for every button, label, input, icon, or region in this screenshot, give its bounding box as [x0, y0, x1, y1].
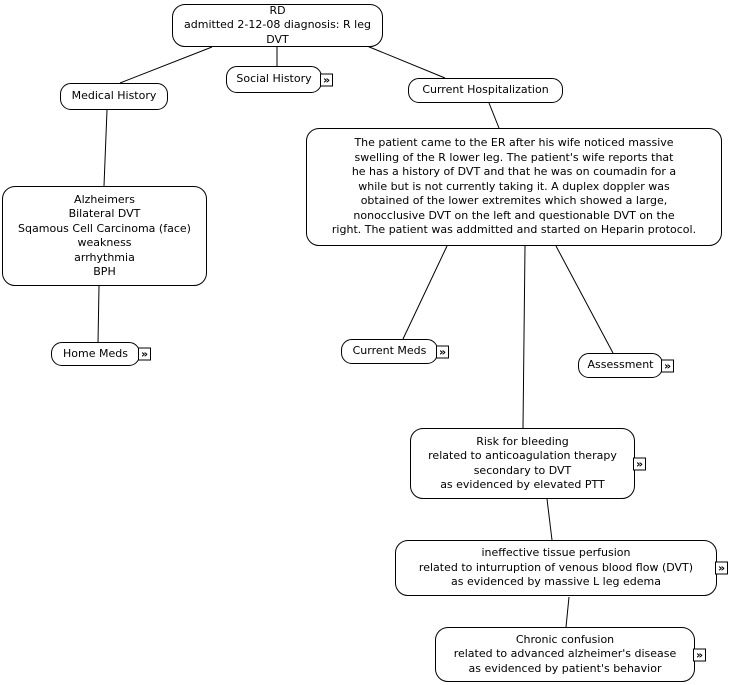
node-label: Social History: [236, 72, 312, 86]
connector-line: [488, 102, 500, 129]
node-assessment[interactable]: Assessment »: [578, 353, 674, 378]
node-hospitalization-note[interactable]: The patient came to the ER after his wif…: [306, 128, 722, 246]
node-text: ineffective tissue perfusion related to …: [418, 546, 694, 589]
node-risk-for-bleeding[interactable]: Risk for bleeding related to anticoagula…: [410, 428, 646, 499]
connector-line: [402, 245, 448, 340]
node-chronic-confusion[interactable]: Chronic confusion related to advanced al…: [435, 627, 706, 682]
node-social-history[interactable]: Social History »: [226, 66, 333, 93]
node-text: The patient came to the ER after his wif…: [331, 136, 697, 237]
expand-resources-icon[interactable]: »: [436, 345, 449, 358]
expand-resources-icon[interactable]: »: [138, 347, 151, 361]
root-title: RD: [269, 3, 286, 17]
node-label: Home Meds: [63, 346, 128, 360]
connector-line: [103, 109, 108, 187]
root-subtitle: admitted 2-12-08 diagnosis: R leg DVT: [184, 18, 371, 46]
connector-line: [366, 45, 446, 79]
expand-resources-icon[interactable]: »: [661, 359, 674, 372]
node-label: Medical History: [71, 89, 157, 103]
node-label: Current Meds: [352, 344, 427, 358]
node-ineffective-tissue-perfusion[interactable]: ineffective tissue perfusion related to …: [395, 540, 728, 596]
node-text: Risk for bleeding related to anticoagula…: [428, 434, 617, 492]
connector-line: [555, 245, 614, 354]
node-text: Chronic confusion related to advanced al…: [453, 632, 677, 675]
node-medical-history-list[interactable]: Alzheimers Bilateral DVT Sqamous Cell Ca…: [2, 186, 207, 286]
node-label: Current Hospitalization: [422, 83, 549, 97]
expand-resources-icon[interactable]: »: [715, 561, 728, 575]
node-text: Alzheimers Bilateral DVT Sqamous Cell Ca…: [18, 192, 191, 279]
node-medical-history[interactable]: Medical History: [60, 83, 168, 110]
node-home-meds[interactable]: Home Meds »: [51, 342, 151, 366]
connector-line: [97, 285, 100, 344]
expand-resources-icon[interactable]: »: [633, 457, 646, 470]
node-current-hospitalization[interactable]: Current Hospitalization: [408, 78, 563, 103]
expand-resources-icon[interactable]: »: [693, 648, 706, 661]
connector-line: [546, 498, 553, 541]
connector-line: [119, 46, 213, 84]
connector-line: [522, 245, 526, 429]
node-current-meds[interactable]: Current Meds »: [341, 339, 449, 364]
node-root-patient[interactable]: RD admitted 2-12-08 diagnosis: R leg DVT: [172, 4, 383, 47]
connector-line: [565, 596, 570, 628]
node-label: Assessment: [587, 358, 654, 372]
expand-resources-icon[interactable]: »: [320, 73, 333, 86]
